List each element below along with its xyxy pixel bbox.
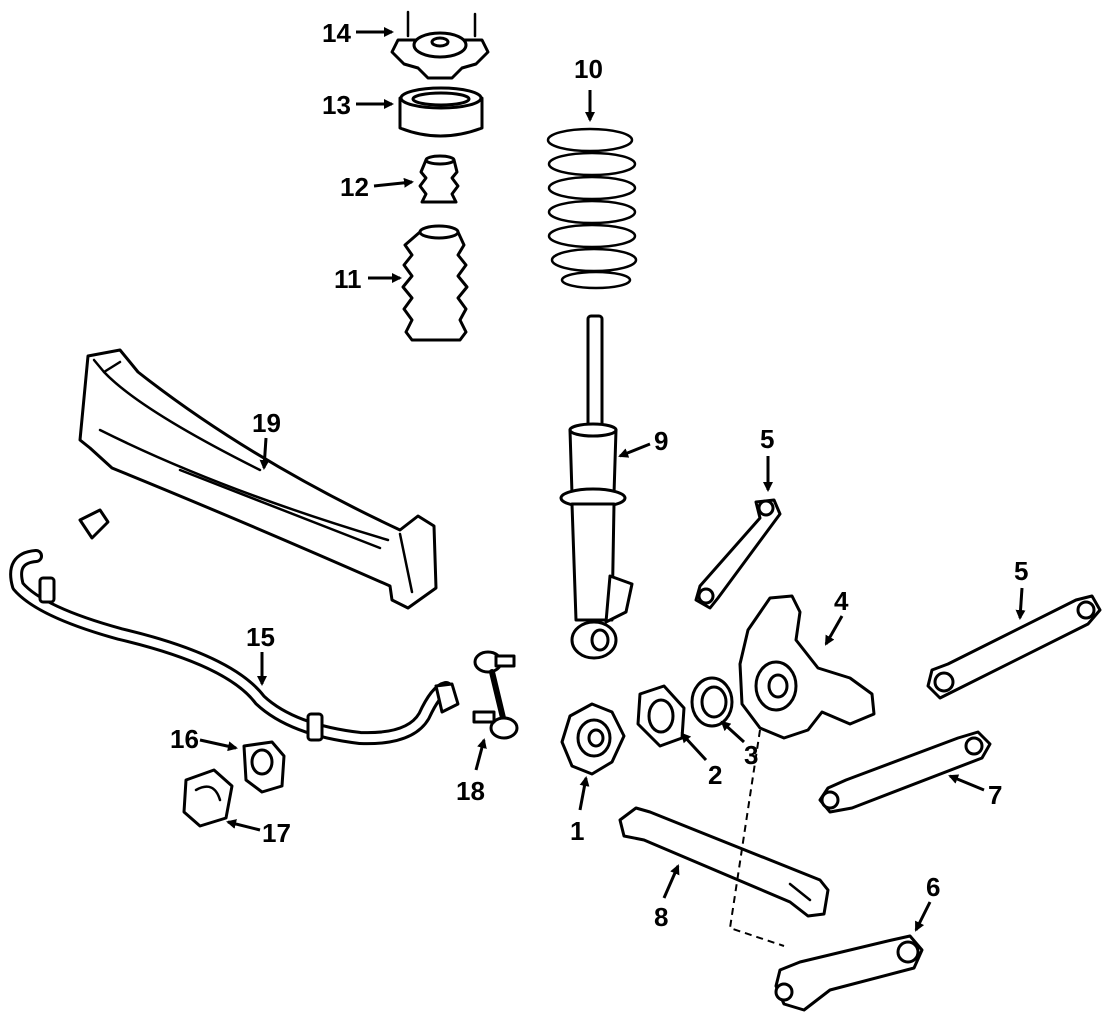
callout-12: 12 xyxy=(340,172,369,202)
part-13-spring-insulator xyxy=(398,86,484,138)
callout-11: 11 xyxy=(334,264,362,294)
part-8-trailing-arm xyxy=(618,806,830,918)
part-17-bracket xyxy=(182,768,234,828)
callout-13: 13 xyxy=(322,90,351,120)
part-14-strut-mount xyxy=(390,10,490,80)
callout-6: 6 xyxy=(926,872,940,902)
callout-19: 19 xyxy=(252,408,281,438)
callout-8: 8 xyxy=(654,902,668,932)
part-15-stabilizer-bar xyxy=(9,508,460,746)
callout-5-right: 5 xyxy=(1014,556,1028,586)
part-7-control-arm xyxy=(818,730,992,814)
part-3-bearing xyxy=(690,676,734,728)
part-12-bump-stop xyxy=(418,154,460,204)
callout-3: 3 xyxy=(744,740,758,770)
callout-10: 10 xyxy=(574,54,603,84)
part-16-bushing xyxy=(242,740,286,794)
part-18-stabilizer-link xyxy=(472,650,519,740)
callout-14: 14 xyxy=(322,18,351,48)
callout-9: 9 xyxy=(654,426,668,456)
callout-4: 4 xyxy=(834,586,849,616)
part-10-coil-spring xyxy=(546,127,638,290)
part-4-knuckle xyxy=(738,594,876,740)
callout-1: 1 xyxy=(570,816,584,846)
callout-15: 15 xyxy=(246,622,275,652)
callout-2: 2 xyxy=(708,760,722,790)
leader-lines xyxy=(199,27,1026,932)
part-1-hub xyxy=(560,702,626,776)
part-9-shock-absorber xyxy=(559,314,634,660)
part-6-lower-arm xyxy=(774,934,924,1012)
part-5-control-arm-upper xyxy=(694,498,782,610)
alignment-line xyxy=(728,729,785,947)
part-19-crossmember xyxy=(78,348,438,610)
part-2-seal xyxy=(636,684,686,748)
callout-7: 7 xyxy=(988,780,1002,810)
callout-18: 18 xyxy=(456,776,485,806)
part-5-control-arm-right xyxy=(926,594,1102,700)
part-11-dust-boot xyxy=(401,224,469,342)
callout-17: 17 xyxy=(262,818,291,848)
callout-5-upper: 5 xyxy=(760,424,774,454)
callout-16: 16 xyxy=(170,724,199,754)
